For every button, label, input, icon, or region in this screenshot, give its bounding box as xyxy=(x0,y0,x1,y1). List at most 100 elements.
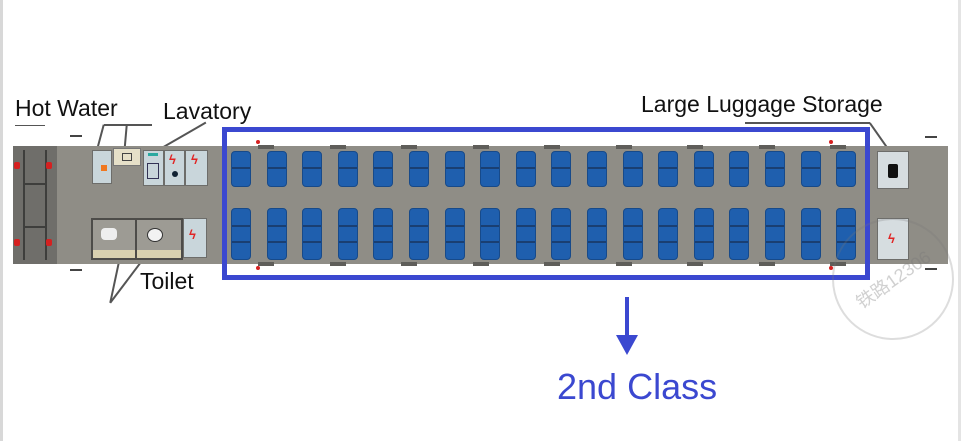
seat-divider xyxy=(837,241,855,243)
door-arrow xyxy=(70,135,82,137)
seat-divider xyxy=(339,167,357,169)
seat-divider xyxy=(588,225,606,227)
sink xyxy=(113,148,141,166)
seat-divider xyxy=(374,225,392,227)
pointer-arrow-shaft xyxy=(625,297,629,337)
left-edge xyxy=(0,0,3,441)
seat-divider xyxy=(303,241,321,243)
seat-divider xyxy=(730,167,748,169)
seat-divider xyxy=(837,225,855,227)
seat-divider xyxy=(695,225,713,227)
seat-divider xyxy=(659,241,677,243)
washbasin-icon xyxy=(147,163,159,179)
lavatory-label: Lavatory xyxy=(163,98,252,124)
vestibule-line xyxy=(23,183,47,185)
seat-block-3 xyxy=(338,208,358,260)
seat-block-2 xyxy=(231,151,251,187)
window xyxy=(759,145,775,149)
electric-hazard-icon: ϟ xyxy=(189,227,196,242)
class-label: 2nd Class xyxy=(557,366,718,407)
seat-divider xyxy=(410,225,428,227)
window xyxy=(258,145,274,149)
large-luggage-storage xyxy=(877,151,909,189)
door-marker xyxy=(14,162,20,169)
extinguisher-icon xyxy=(172,171,178,177)
window xyxy=(544,262,560,266)
window xyxy=(759,262,775,266)
seat-block-3 xyxy=(373,208,393,260)
seat-divider xyxy=(446,167,464,169)
seat-divider xyxy=(268,225,286,227)
seat-block-2 xyxy=(694,151,714,187)
sink-basin-icon xyxy=(122,153,132,161)
luggage-icon xyxy=(888,164,898,178)
seat-divider xyxy=(303,167,321,169)
seat-divider xyxy=(624,167,642,169)
seat-divider xyxy=(766,167,784,169)
seat-divider xyxy=(446,225,464,227)
toilet-floor xyxy=(93,250,135,258)
power-cabinet: ϟ xyxy=(183,218,207,258)
seat-block-2 xyxy=(302,151,322,187)
electric-hazard-icon: ϟ xyxy=(888,231,895,246)
seat-divider xyxy=(659,167,677,169)
window xyxy=(330,262,346,266)
seat-block-3 xyxy=(801,208,821,260)
seat-divider xyxy=(552,241,570,243)
seat-divider xyxy=(232,167,250,169)
window xyxy=(330,145,346,149)
seat-divider xyxy=(232,241,250,243)
electric-hazard-icon: ϟ xyxy=(191,152,198,167)
hot-water-label: Hot Water xyxy=(15,95,118,121)
vestibule-line xyxy=(23,150,25,260)
door-arrow xyxy=(70,269,82,271)
seat-block-3 xyxy=(658,208,678,260)
lavatory-icon xyxy=(148,153,158,156)
window xyxy=(401,262,417,266)
seat-divider xyxy=(624,241,642,243)
toilet-floor xyxy=(137,250,181,258)
lavatory-room xyxy=(143,150,164,186)
seat-block-2 xyxy=(551,151,571,187)
seat-block-2 xyxy=(480,151,500,187)
seat-block-2 xyxy=(658,151,678,187)
seat-divider xyxy=(837,167,855,169)
seat-block-2 xyxy=(267,151,287,187)
seat-divider xyxy=(481,167,499,169)
window xyxy=(401,145,417,149)
seat-divider xyxy=(552,225,570,227)
seat-divider xyxy=(517,167,535,169)
seat-divider xyxy=(802,241,820,243)
seat-divider xyxy=(802,225,820,227)
window xyxy=(616,262,632,266)
right-edge xyxy=(958,0,961,441)
vestibule-line xyxy=(45,150,47,260)
window xyxy=(830,262,846,266)
window xyxy=(687,262,703,266)
arrow-down-icon xyxy=(616,335,638,355)
seat-divider xyxy=(410,241,428,243)
seat-block-3 xyxy=(729,208,749,260)
seat-divider xyxy=(802,167,820,169)
seat-block-2 xyxy=(338,151,358,187)
seat-divider xyxy=(552,167,570,169)
seat-divider xyxy=(446,241,464,243)
power-cabinet: ϟ xyxy=(164,150,185,186)
window xyxy=(258,262,274,266)
window xyxy=(473,262,489,266)
hot-water-room xyxy=(92,150,112,184)
seat-divider xyxy=(766,225,784,227)
seat-block-2 xyxy=(373,151,393,187)
door-marker xyxy=(46,162,52,169)
seat-block-2 xyxy=(801,151,821,187)
seat-divider xyxy=(410,167,428,169)
second-class-highlight-box xyxy=(222,127,870,280)
seat-divider xyxy=(374,167,392,169)
luggage-leader-top xyxy=(745,122,870,124)
seat-block-3 xyxy=(231,208,251,260)
seat-divider xyxy=(517,225,535,227)
seat-divider xyxy=(624,225,642,227)
seat-block-2 xyxy=(409,151,429,187)
electric-hazard-icon: ϟ xyxy=(169,152,176,167)
seat-divider xyxy=(695,241,713,243)
